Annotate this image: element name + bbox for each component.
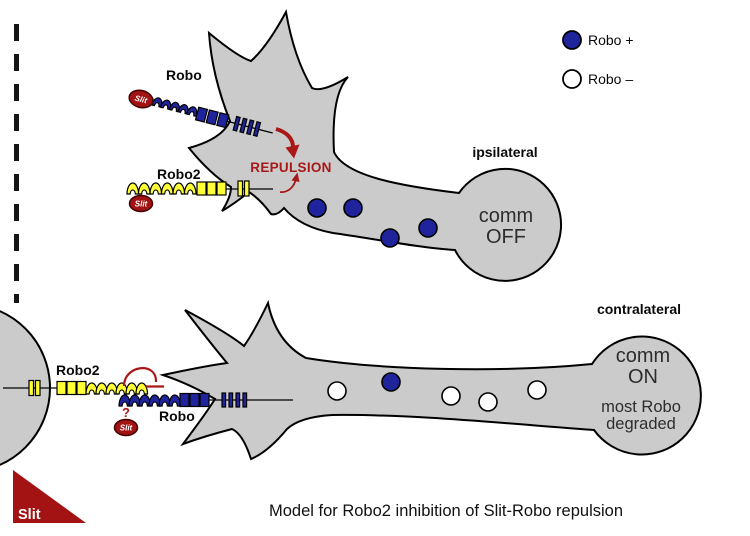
top-robo2-receptor: Slit xyxy=(126,180,273,213)
bottom-robo2-label: Robo2 xyxy=(56,362,100,378)
comm-off-line1: comm xyxy=(479,205,533,227)
top-neuron-shape xyxy=(187,8,563,282)
slit-ligand-top-robo2 xyxy=(128,194,154,213)
repulsion-arrow xyxy=(275,127,295,148)
robo-positive-vesicle xyxy=(418,218,438,238)
slit-gradient-label: Slit xyxy=(18,507,41,523)
slit-label-top-robo2: Slit xyxy=(135,200,148,209)
most-robo-line1: most Robo xyxy=(601,398,681,416)
slit-ligand-top-robo xyxy=(128,89,154,109)
slit-label-top-robo: Slit xyxy=(134,94,149,106)
robo-negative-vesicle xyxy=(441,386,461,406)
slit-gradient-triangle xyxy=(13,470,86,523)
repulsion-label: REPULSION xyxy=(250,160,331,175)
top-axon-vesicles xyxy=(307,198,438,248)
inhibition-arrow xyxy=(122,367,158,387)
comm-off-line2: OFF xyxy=(486,226,526,248)
bottom-robo-receptor xyxy=(118,392,293,408)
legend-robo-positive-label: Robo + xyxy=(588,32,634,48)
legend-robo-positive-icon xyxy=(562,30,582,50)
slit-label-bottom: Slit xyxy=(120,424,133,433)
comm-on-line2: ON xyxy=(628,366,658,388)
robo-negative-vesicle xyxy=(327,381,347,401)
caption: Model for Robo2 inhibition of Slit-Robo … xyxy=(269,502,623,520)
legend-robo-negative-icon xyxy=(562,69,582,89)
repulsion-arrowhead xyxy=(285,144,300,159)
robo-positive-vesicle xyxy=(343,198,363,218)
top-robo-receptor: Slit xyxy=(128,89,273,137)
bottom-axon-vesicles xyxy=(327,372,547,412)
legend-robo-negative-label: Robo – xyxy=(588,71,633,87)
bottom-neuron-shape xyxy=(159,299,702,461)
top-robo-label: Robo xyxy=(166,67,202,83)
ipsilateral-label: ipsilateral xyxy=(472,144,537,160)
slit-ligand-bottom xyxy=(113,418,139,437)
robo-positive-vesicle xyxy=(381,372,401,392)
robo-negative-vesicle xyxy=(527,380,547,400)
legend: Robo + Robo – xyxy=(562,30,634,89)
robo-positive-vesicle xyxy=(307,198,327,218)
bottom-robo2-receptor xyxy=(3,379,149,397)
most-robo-line2: degraded xyxy=(606,415,676,433)
top-robo2-label: Robo2 xyxy=(157,166,201,182)
comm-on-line1: comm xyxy=(616,345,670,367)
robo-negative-vesicle xyxy=(478,392,498,412)
bottom-robo-label: Robo xyxy=(159,408,195,424)
contralateral-label: contralateral xyxy=(597,301,681,317)
question-mark: ? xyxy=(122,405,130,420)
repulsion-feedback-arrowhead xyxy=(291,172,300,182)
robo-positive-vesicle xyxy=(380,228,400,248)
